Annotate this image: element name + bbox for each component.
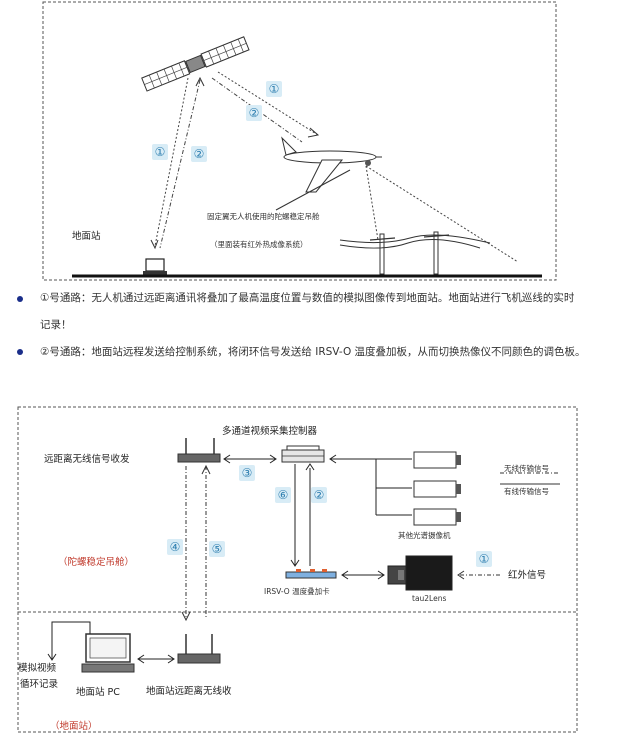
satellite-icon xyxy=(141,36,250,92)
irsv-board-icon xyxy=(285,569,337,579)
bottom-frame-upper xyxy=(17,406,578,613)
ground-pc-icon xyxy=(81,633,135,673)
power-line-icon xyxy=(339,231,491,275)
tau2-camera-icon xyxy=(387,555,453,591)
tau2-label: tau2Lens xyxy=(412,594,447,603)
paragraph-channel-2: ②号通路：地面站远程发送给控制系统，将闭环信号发送给 IRSV-O 温度叠加板，… xyxy=(40,346,586,358)
link-sat-ground-1 xyxy=(154,77,189,247)
controller-icon xyxy=(281,445,325,463)
irsv-label: IRSV-O 温度叠加卡 xyxy=(264,587,330,596)
label-num-1-sat-plane: ① xyxy=(266,81,282,97)
gimbal-pod-label: （陀螺稳定吊舱） xyxy=(58,557,135,568)
label-num-3-link: ③ xyxy=(239,465,255,481)
legend-wireless: 无线传输信号 xyxy=(504,464,549,473)
controller-title: 多通道视频采集控制器 xyxy=(222,426,318,437)
bottom-frame-lower xyxy=(17,611,578,733)
top-frame xyxy=(42,1,557,281)
paragraph-channel-1-cont: 记录！ xyxy=(40,319,72,331)
legend-wired: 有线传输信号 xyxy=(504,487,549,496)
ground-wireless-label: 地面站远距离无线收 xyxy=(146,686,232,697)
label-num-6-video: ⑥ xyxy=(275,487,291,503)
label-num-2-sat-ground: ② xyxy=(191,146,207,162)
label-num-2-closed-loop: ② xyxy=(311,487,327,503)
ground-station-bottom-label: （地面站） xyxy=(50,721,98,732)
ir-signal-label: 红外信号 xyxy=(508,570,547,581)
bullet-1 xyxy=(17,296,23,302)
label-num-1-ir: ① xyxy=(476,551,492,567)
label-num-5-uplink: ⑤ xyxy=(209,541,225,557)
label-num-4-downlink: ④ xyxy=(167,539,183,555)
wireless-transceiver-label: 远距离无线信号收发 xyxy=(44,454,130,465)
link-sat-ground-2 xyxy=(159,79,201,249)
other-cameras-label: 其他光谱摄像机 xyxy=(398,531,451,540)
ground-laptop-icon xyxy=(143,258,167,275)
label-num-2-sat-plane: ② xyxy=(246,105,262,121)
airplane-icon xyxy=(281,136,382,193)
paragraph-channel-1: ①号通路：无人机通过远距离通讯将叠加了最高温度位置与数值的模拟图像传到地面站。地… xyxy=(40,292,575,304)
bullet-2 xyxy=(17,349,23,355)
pc-label: 地面站 PC xyxy=(76,687,120,698)
label-num-1-sat-ground: ① xyxy=(152,144,168,160)
gimbal-caption: 固定翼无人机使用的陀螺稳定吊舱 xyxy=(207,212,320,221)
spectral-cameras-icon xyxy=(413,451,461,526)
loop-record-label: 循环记录 xyxy=(20,679,59,690)
gimbal-subcaption: （里面装有红外热成像系统） xyxy=(210,240,308,249)
air-transceiver-icon xyxy=(177,438,221,463)
ground-station-label: 地面站 xyxy=(72,231,101,242)
ground-transceiver-icon xyxy=(177,634,221,664)
sim-video-label: 模拟视频 xyxy=(18,663,57,674)
